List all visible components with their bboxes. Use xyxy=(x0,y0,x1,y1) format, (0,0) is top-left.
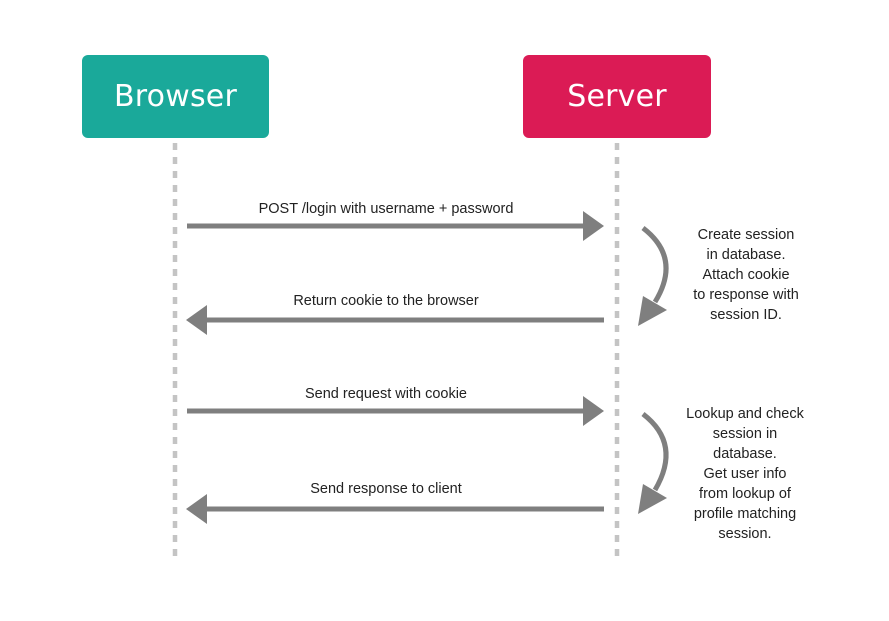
note-line: session in xyxy=(712,426,778,442)
message-arrow-2 xyxy=(186,305,604,335)
note-line: Get user info xyxy=(703,466,787,482)
note-line: to response with xyxy=(693,287,799,303)
message-arrow-4 xyxy=(186,494,604,524)
self-process-arrow-1 xyxy=(638,226,669,326)
message-label-3: Send request with cookie xyxy=(304,386,467,402)
note-line: session ID. xyxy=(710,307,782,323)
message-arrow-1 xyxy=(187,211,604,241)
note-line: database. xyxy=(713,446,777,462)
browser-actor-label: Browser xyxy=(114,79,237,114)
process-note-1: Create session in database. Attach cooki… xyxy=(672,225,820,325)
note-line: session. xyxy=(718,526,772,542)
server-actor-label: Server xyxy=(567,79,667,114)
note-line: from lookup of xyxy=(699,486,791,502)
message-label-1: POST /login with username + password xyxy=(258,201,514,217)
process-note-2: Lookup and check session in database. Ge… xyxy=(666,404,824,544)
note-line: in database. xyxy=(706,247,786,263)
self-process-arrow-2 xyxy=(638,412,669,514)
note-line: Create session xyxy=(697,227,795,243)
browser-actor-box: Browser xyxy=(82,55,269,138)
message-label-4: Send response to client xyxy=(310,481,462,497)
note-line: Lookup and check xyxy=(686,406,804,422)
message-arrow-3 xyxy=(187,396,604,426)
message-label-2: Return cookie to the browser xyxy=(293,293,479,309)
note-line: profile matching xyxy=(693,506,797,522)
server-actor-box: Server xyxy=(523,55,711,138)
note-line: Attach cookie xyxy=(702,267,790,283)
